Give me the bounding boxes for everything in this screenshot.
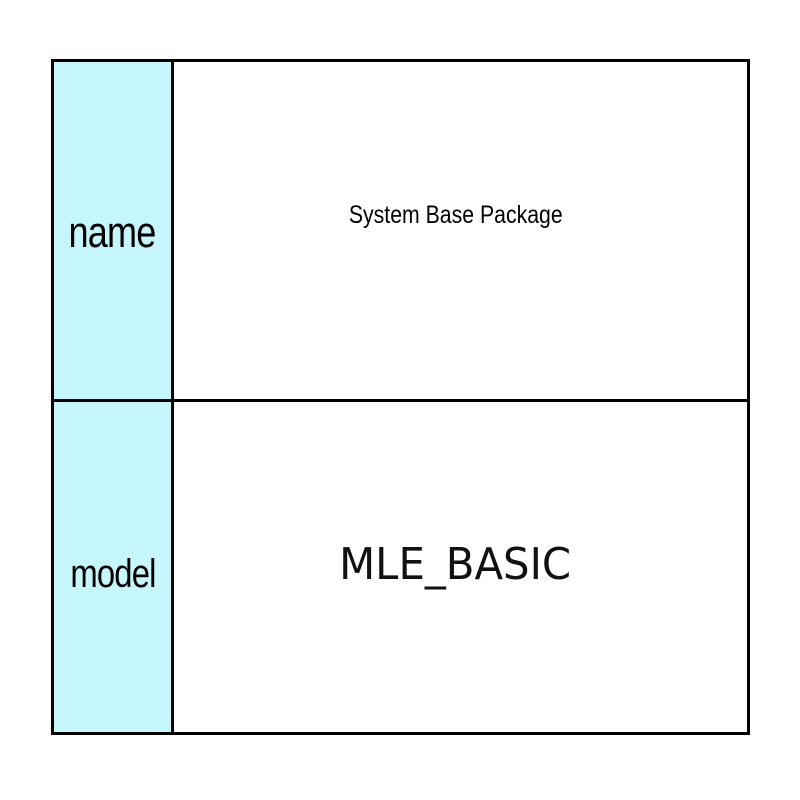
value-text-name: System Base Package [348, 201, 563, 229]
key-cell-name: name [54, 62, 174, 402]
key-cell-model: model [54, 402, 174, 732]
value-cell-name: System Base Package [174, 62, 747, 402]
properties-table: name System Base Package model MLE_BASIC [51, 59, 750, 735]
value-text-model: MLE_BASIC [339, 538, 572, 590]
key-label-name: name [69, 207, 157, 257]
value-cell-model: MLE_BASIC [174, 402, 747, 732]
key-label-model: model [69, 551, 156, 596]
